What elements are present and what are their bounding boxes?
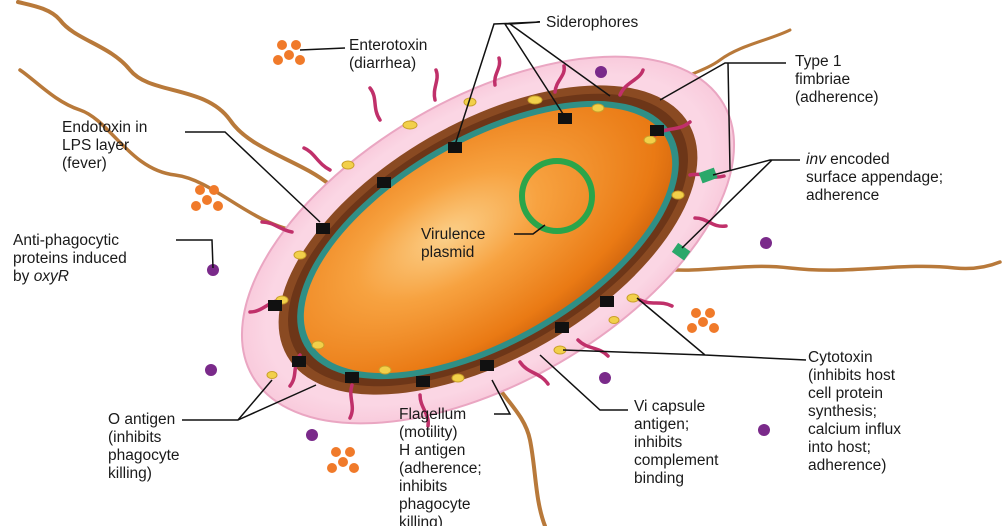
- oxyr-gene-name: oxyR: [34, 268, 69, 285]
- flagellum-right: [655, 262, 1000, 270]
- o-antigen-label: O antigen (inhibits phagocyte killing): [108, 411, 180, 483]
- flagellum-label: Flagellum (motility) H antigen (adherenc…: [399, 406, 482, 526]
- anti-phagocytic-label: Anti-phagocytic proteins induced by oxyR: [13, 232, 127, 286]
- virulence-plasmid-label: Virulence plasmid: [421, 226, 485, 262]
- siderophores-label: Siderophores: [546, 14, 638, 32]
- cytotoxin-label: Cytotoxin (inhibits host cell protein sy…: [808, 349, 901, 475]
- leader-enterotoxin: [300, 48, 345, 50]
- vi-capsule-label: Vi capsule antigen; inhibits complement …: [634, 398, 718, 488]
- inv-label: inv encoded surface appendage; adherence: [806, 151, 943, 205]
- enterotoxin-cluster-bottom: [327, 447, 359, 473]
- flagellum-bottom: [492, 378, 545, 526]
- endotoxin-label: Endotoxin in LPS layer (fever): [62, 119, 147, 173]
- leader-anti-phago: [176, 240, 213, 268]
- enterotoxin-cluster-top: [273, 40, 305, 65]
- enterotoxin-cluster-right: [687, 308, 719, 333]
- type1-fimbriae-label: Type 1 fimbriae (adherence): [795, 53, 879, 107]
- inv-gene-name: inv: [806, 151, 826, 168]
- leader-endotoxin: [185, 132, 320, 222]
- enterotoxin-label: Enterotoxin (diarrhea): [349, 37, 427, 73]
- enterotoxin-cluster-left: [191, 185, 223, 211]
